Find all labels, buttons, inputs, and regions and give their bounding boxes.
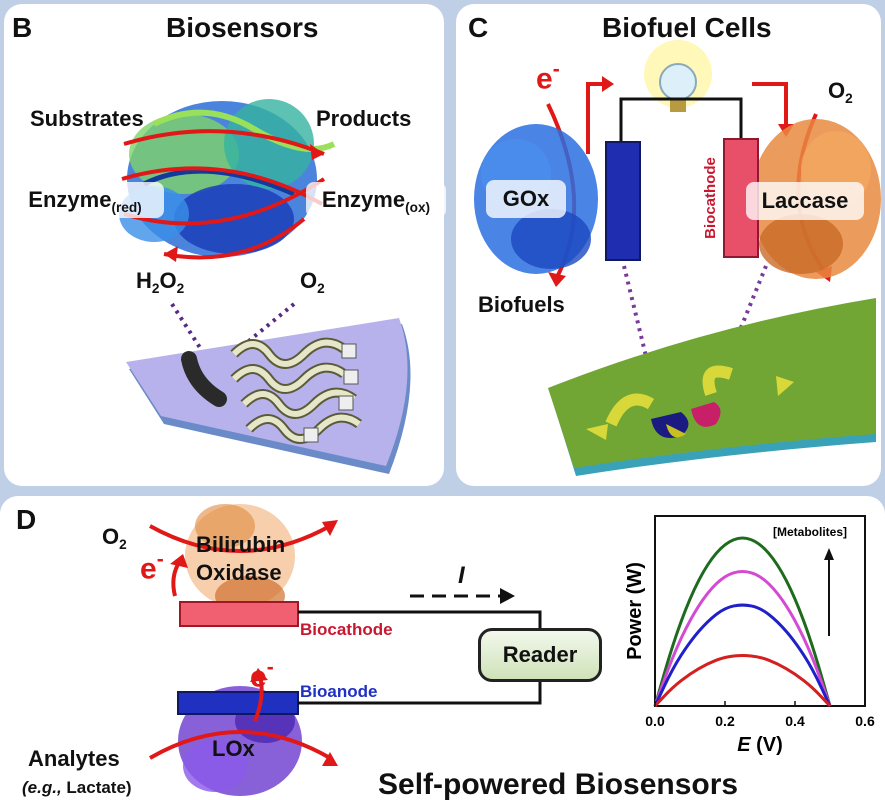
- power-vs-voltage-chart: 0.0 0.2 0.4 0.6 [Metabolites] Power (W) E (…: [624, 515, 875, 756]
- label-biofuels: Biofuels: [478, 292, 565, 317]
- biocathode-plate: [179, 601, 299, 627]
- biofuel-cell-patch-icon: [548, 298, 876, 476]
- label-biocathode-vertical: Biocathode: [702, 157, 719, 239]
- label-enzyme-red: Enzyme(red): [6, 182, 164, 218]
- label-electron-top: e-: [140, 548, 164, 586]
- panel-title-biofuel-cells: Biofuel Cells: [602, 12, 772, 43]
- label-substrates: Substrates: [30, 106, 144, 131]
- panel-biosensors: B Biosensors Substrates Products Enzyme(…: [4, 4, 446, 486]
- chart-x-tick-label: 0.0: [645, 713, 665, 729]
- panel-self-powered-biosensors: D O2 e- Bilirubin Oxidase Biocathode I R…: [0, 496, 885, 800]
- electron-flow-arrows-icon: [149, 520, 338, 766]
- label-gox: GOx: [486, 180, 566, 218]
- label-current: I: [458, 562, 465, 589]
- label-electron: e-: [536, 58, 560, 96]
- chart-x-tick-label: 0.2: [715, 713, 735, 729]
- label-analytes: Analytes: [28, 746, 120, 771]
- bioanode-plate: [177, 691, 299, 715]
- bioanode-electrode: [605, 141, 641, 261]
- chart-x-axis-label: E (V): [737, 734, 783, 756]
- panel-letter-c: C: [468, 12, 489, 43]
- label-h2o2: H2O2: [136, 268, 185, 296]
- wearable-sensor-patch-icon: [126, 318, 411, 474]
- light-bulb-icon: [644, 40, 712, 112]
- chart-series-line-3: [653, 603, 832, 707]
- label-enzyme-ox: Enzyme(ox): [306, 182, 446, 218]
- chart-series-line-4: [653, 654, 832, 708]
- label-products: Products: [316, 106, 412, 131]
- panel-letter-d: D: [16, 504, 37, 535]
- dotted-connector-lines: [170, 302, 296, 356]
- label-analytes-example: (e.g., Lactate): [22, 778, 132, 797]
- label-biocathode: Biocathode: [300, 620, 393, 639]
- reader-device: Reader: [478, 628, 602, 682]
- chart-tick-labels: 0.0 0.2 0.4 0.6: [645, 701, 875, 729]
- enzyme-structure-icon: [119, 99, 336, 257]
- label-lox: LOx: [212, 736, 255, 761]
- label-o2: O2: [102, 524, 127, 552]
- reaction-cycle-arrows-icon: [121, 129, 326, 262]
- chart-annotation: [Metabolites]: [773, 525, 847, 539]
- biosensor-illustration: [119, 99, 411, 474]
- label-bioanode: Bioanode: [300, 682, 378, 701]
- increase-arrow-icon: [824, 548, 834, 636]
- chart-y-axis-label: Power (W): [624, 562, 646, 660]
- current-direction-arrow-icon: [410, 588, 515, 604]
- label-laccase: Laccase: [746, 182, 864, 220]
- chart-x-tick-label: 0.4: [785, 713, 805, 729]
- circuit-wires: [298, 610, 542, 705]
- biofuel-cell-illustration: [474, 40, 881, 476]
- panel-biofuel-cells: C Biofuel Cells e- O2 GOx Bioanode Bioca…: [456, 4, 881, 486]
- chart-series-line-1: [653, 536, 832, 707]
- label-electron-bottom: e-: [250, 656, 274, 694]
- biocathode-electrode: [723, 138, 759, 258]
- label-oxidase: Oxidase: [196, 560, 282, 585]
- chart-series-line-2: [653, 570, 832, 707]
- label-o2: O2: [300, 268, 325, 296]
- chart-x-tick-label: 0.6: [855, 713, 875, 729]
- self-powered-circuit-illustration: [149, 504, 542, 796]
- panel-letter-b: B: [12, 12, 33, 43]
- circuit-wires: [619, 97, 743, 144]
- label-bilirubin: Bilirubin: [196, 532, 286, 557]
- panel-title-self-powered-biosensors: Self-powered Biosensors: [378, 768, 739, 800]
- label-o2: O2: [828, 78, 853, 106]
- label-bioanode-vertical: Bioanode: [606, 158, 623, 228]
- panel-title-biosensors: Biosensors: [166, 12, 319, 43]
- chart-series-group: [653, 536, 832, 708]
